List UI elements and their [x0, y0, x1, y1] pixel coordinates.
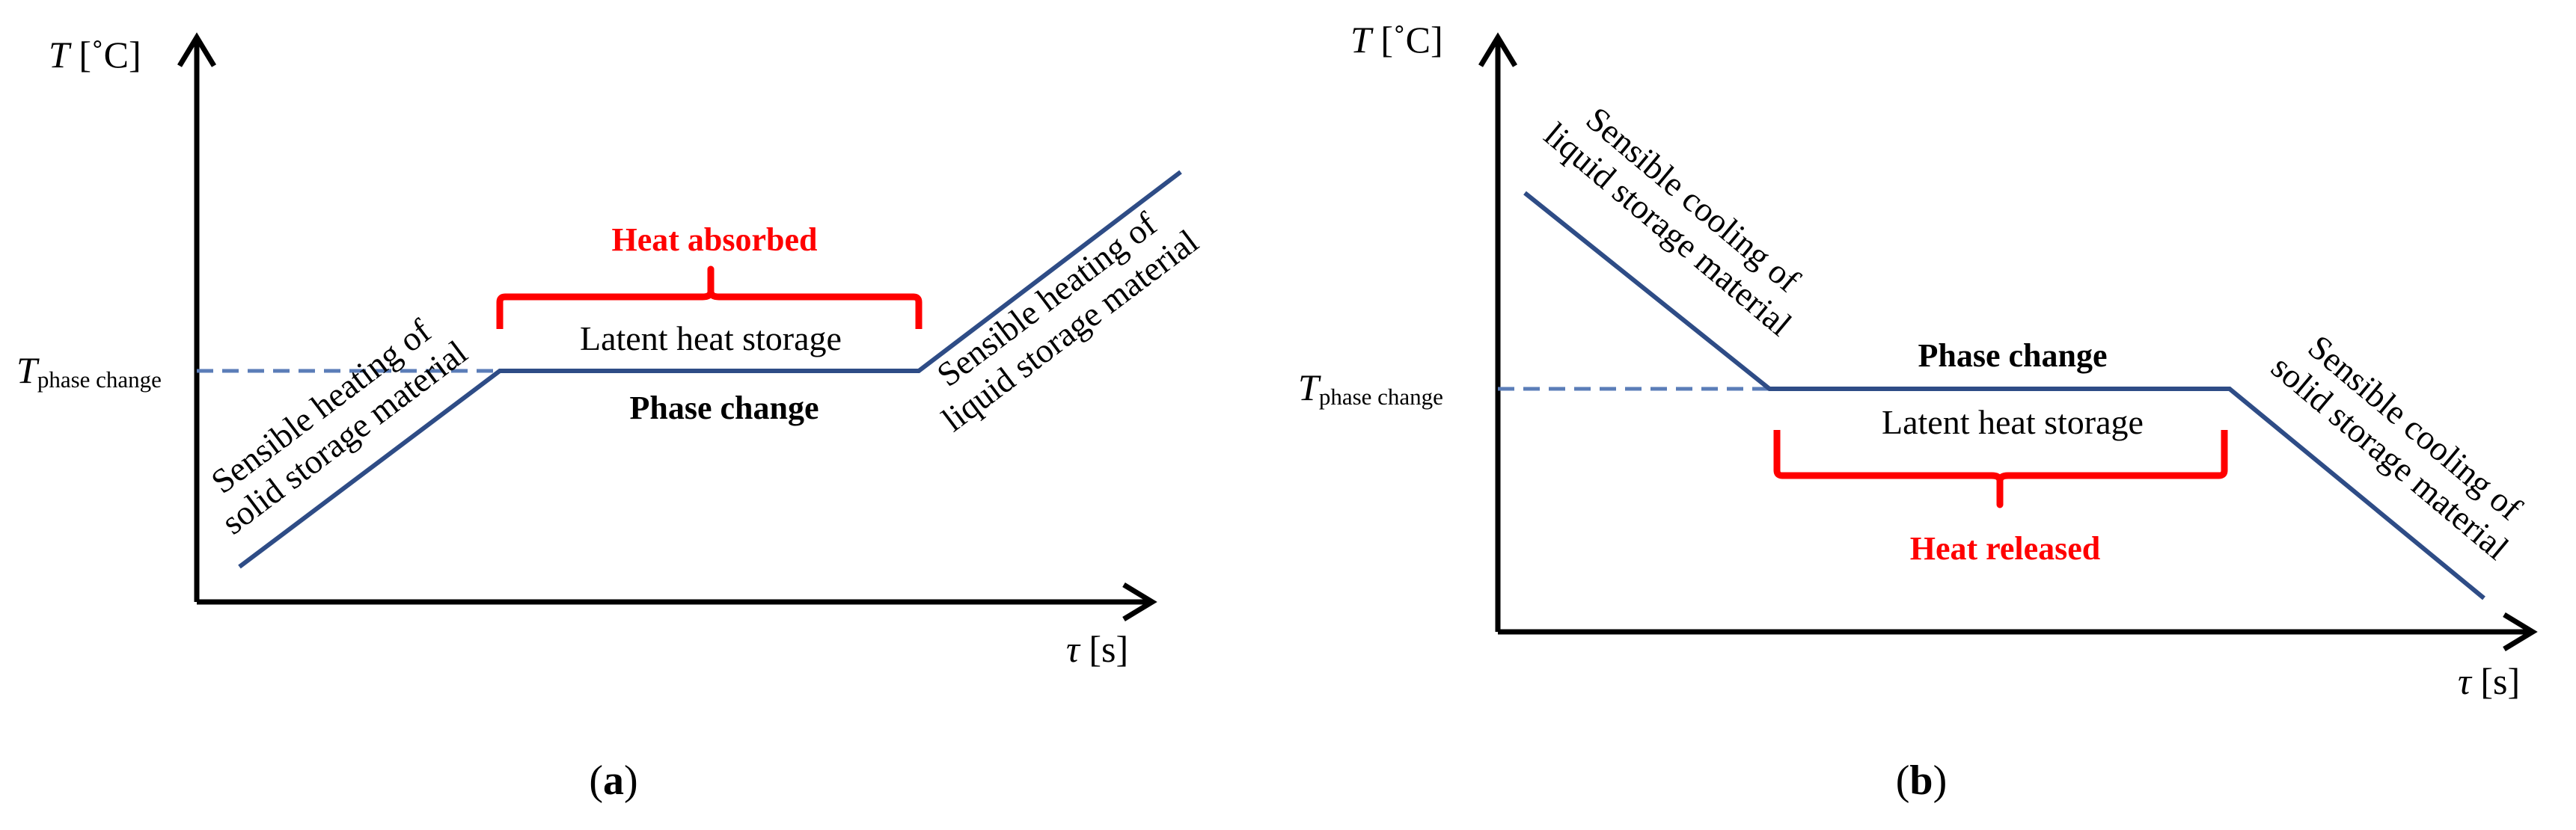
panel-a-caption: (a) — [589, 757, 637, 804]
panel-b: T [˚C] τ [s] Tphase change Sensible cool… — [1298, 19, 2538, 804]
panel-a-x-axis-label: τ [s] — [1066, 628, 1128, 670]
panel-a-heat-brace — [496, 265, 923, 329]
panel-b-x-axis-label: τ [s] — [2458, 660, 2520, 702]
panel-b-caption: (b) — [1896, 757, 1947, 804]
panel-b-t-phase-change-label: Tphase change — [1298, 366, 1443, 410]
panel-b-phase-label: Phase change — [1918, 337, 2108, 374]
panel-b-heat-brace — [1773, 430, 2228, 508]
panel-a: T [˚C] τ [s] Tphase change Sensible heat… — [16, 32, 1205, 804]
panel-a-y-axis-label: T [˚C] — [49, 34, 141, 76]
panel-a-phase-label: Phase change — [630, 390, 819, 426]
panel-b-temperature-curve — [1523, 191, 2485, 600]
panel-b-y-arrow — [1478, 32, 1517, 67]
panel-a-x-arrow — [1122, 582, 1157, 621]
panel-a-temperature-curve — [238, 170, 1182, 569]
panel-b-latent-label: Latent heat storage — [1882, 403, 2144, 441]
panel-b-x-arrow — [2503, 612, 2538, 651]
panel-b-y-axis-label: T [˚C] — [1350, 19, 1443, 61]
panel-b-heat-released-label: Heat released — [1910, 530, 2101, 567]
panel-a-heat-absorbed-label: Heat absorbed — [612, 221, 818, 258]
panel-a-y-arrow — [177, 32, 216, 67]
panel-a-latent-label: Latent heat storage — [580, 319, 842, 357]
panel-a-t-phase-change-label: Tphase change — [16, 349, 162, 393]
